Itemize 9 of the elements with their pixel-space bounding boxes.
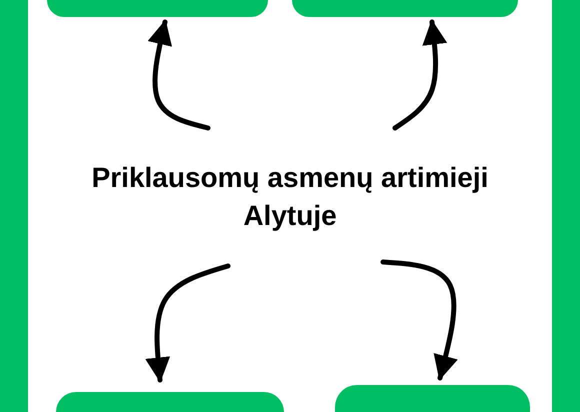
title-text: Priklausomų asmenų artimieji Alytuje: [90, 161, 490, 233]
rounded-box: [47, 0, 268, 17]
curved-arrow: [145, 264, 230, 382]
rounded-box: [335, 385, 530, 412]
curved-arrow: [380, 260, 458, 380]
rounded-box: [56, 392, 284, 412]
curved-arrow: [148, 20, 210, 130]
curved-arrow: [392, 20, 448, 130]
rounded-box: [292, 0, 518, 17]
